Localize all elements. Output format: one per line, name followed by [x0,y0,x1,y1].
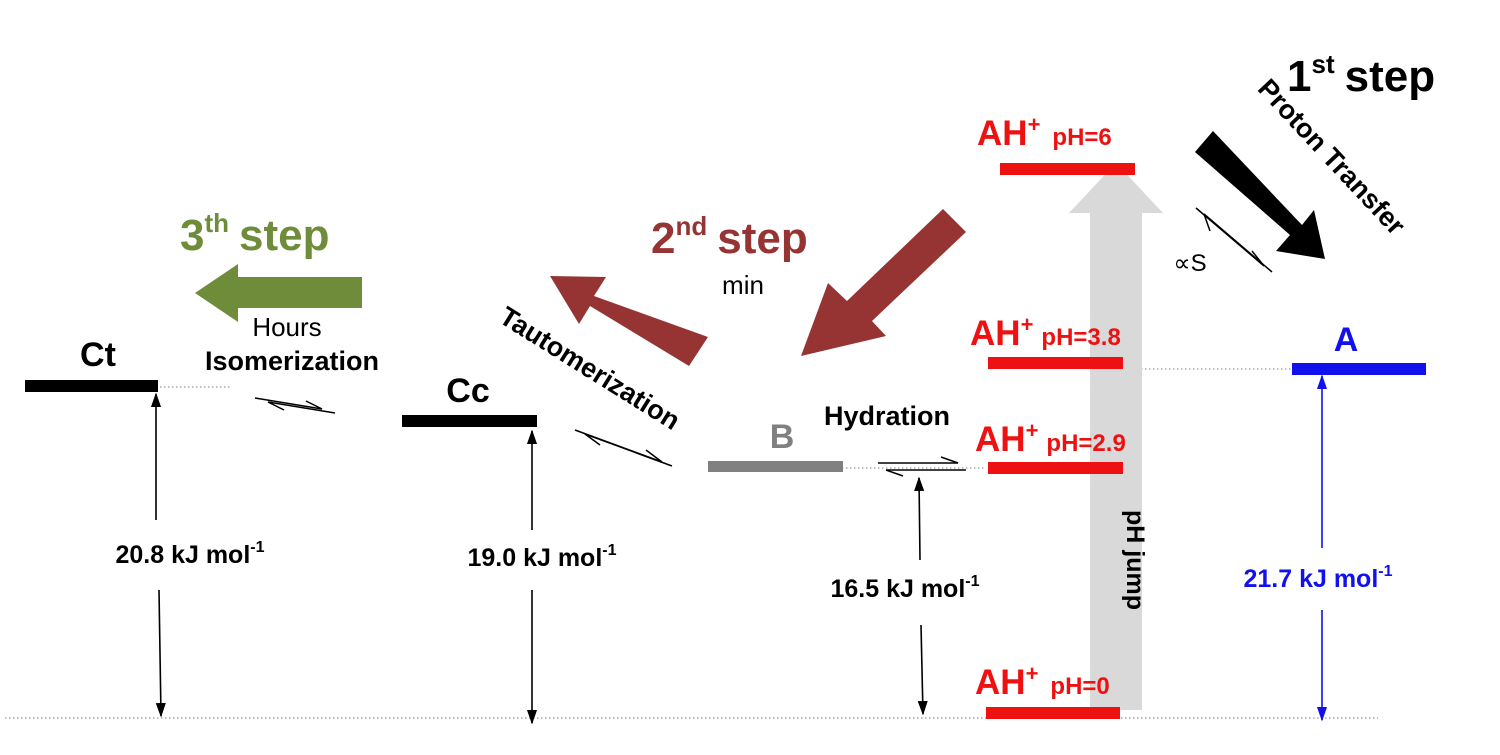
ah-ph2-9-label: AH+pH=2.9 [975,418,1126,459]
ph-jump-arrow [1069,163,1163,710]
ah-ph0-label: AH+pH=0 [975,661,1110,702]
level-ah-ph2-9 [988,462,1123,474]
a-energy-label: 21.7 kJ mol-1 [1243,563,1392,593]
b-energy-label: 16.5 kJ mol-1 [830,573,979,603]
cc-energy-label: 19.0 kJ mol-1 [467,542,616,572]
ah-ph3-8-label: AH+pH=3.8 [970,312,1121,353]
species-b-label: B [770,418,795,456]
level-a [1292,363,1426,375]
ah-ph6-label: AH+pH=6 [977,112,1112,153]
second-step-arrow-left [550,276,708,366]
b-energy-arrow-top [914,476,925,561]
level-b [708,461,843,472]
hydration-label: Hydration [824,401,950,431]
equilibrium-ah-a [1195,207,1273,273]
ph-jump-label: pH jump [1121,510,1149,610]
level-cc [402,415,537,427]
second-step-arrow-down [801,209,966,356]
level-ah-ph0 [986,707,1120,719]
species-cc-label: Cc [446,372,489,410]
b-energy-arrow-bottom [917,624,928,716]
ct-energy-arrow-bottom [155,589,166,718]
min-label: min [722,270,764,300]
species-ct-label: Ct [80,336,116,374]
ct-energy-label: 20.8 kJ mol-1 [115,539,264,569]
equilibrium-cc-b [574,429,673,467]
isomerization-label: Isomerization [205,346,379,376]
equilibrium-ct-cc [254,397,336,414]
level-ct [25,380,158,392]
equilibrium-b-ah [878,456,966,477]
level-ah-ph3-8 [988,357,1123,369]
species-a-label: A [1334,321,1359,359]
first-step-arrow [1195,131,1325,259]
fast-time-label: ∝S [1173,250,1206,277]
hours-label: Hours [252,312,321,342]
third-step-arrow [195,264,362,322]
level-ah-ph6 [1000,163,1135,175]
